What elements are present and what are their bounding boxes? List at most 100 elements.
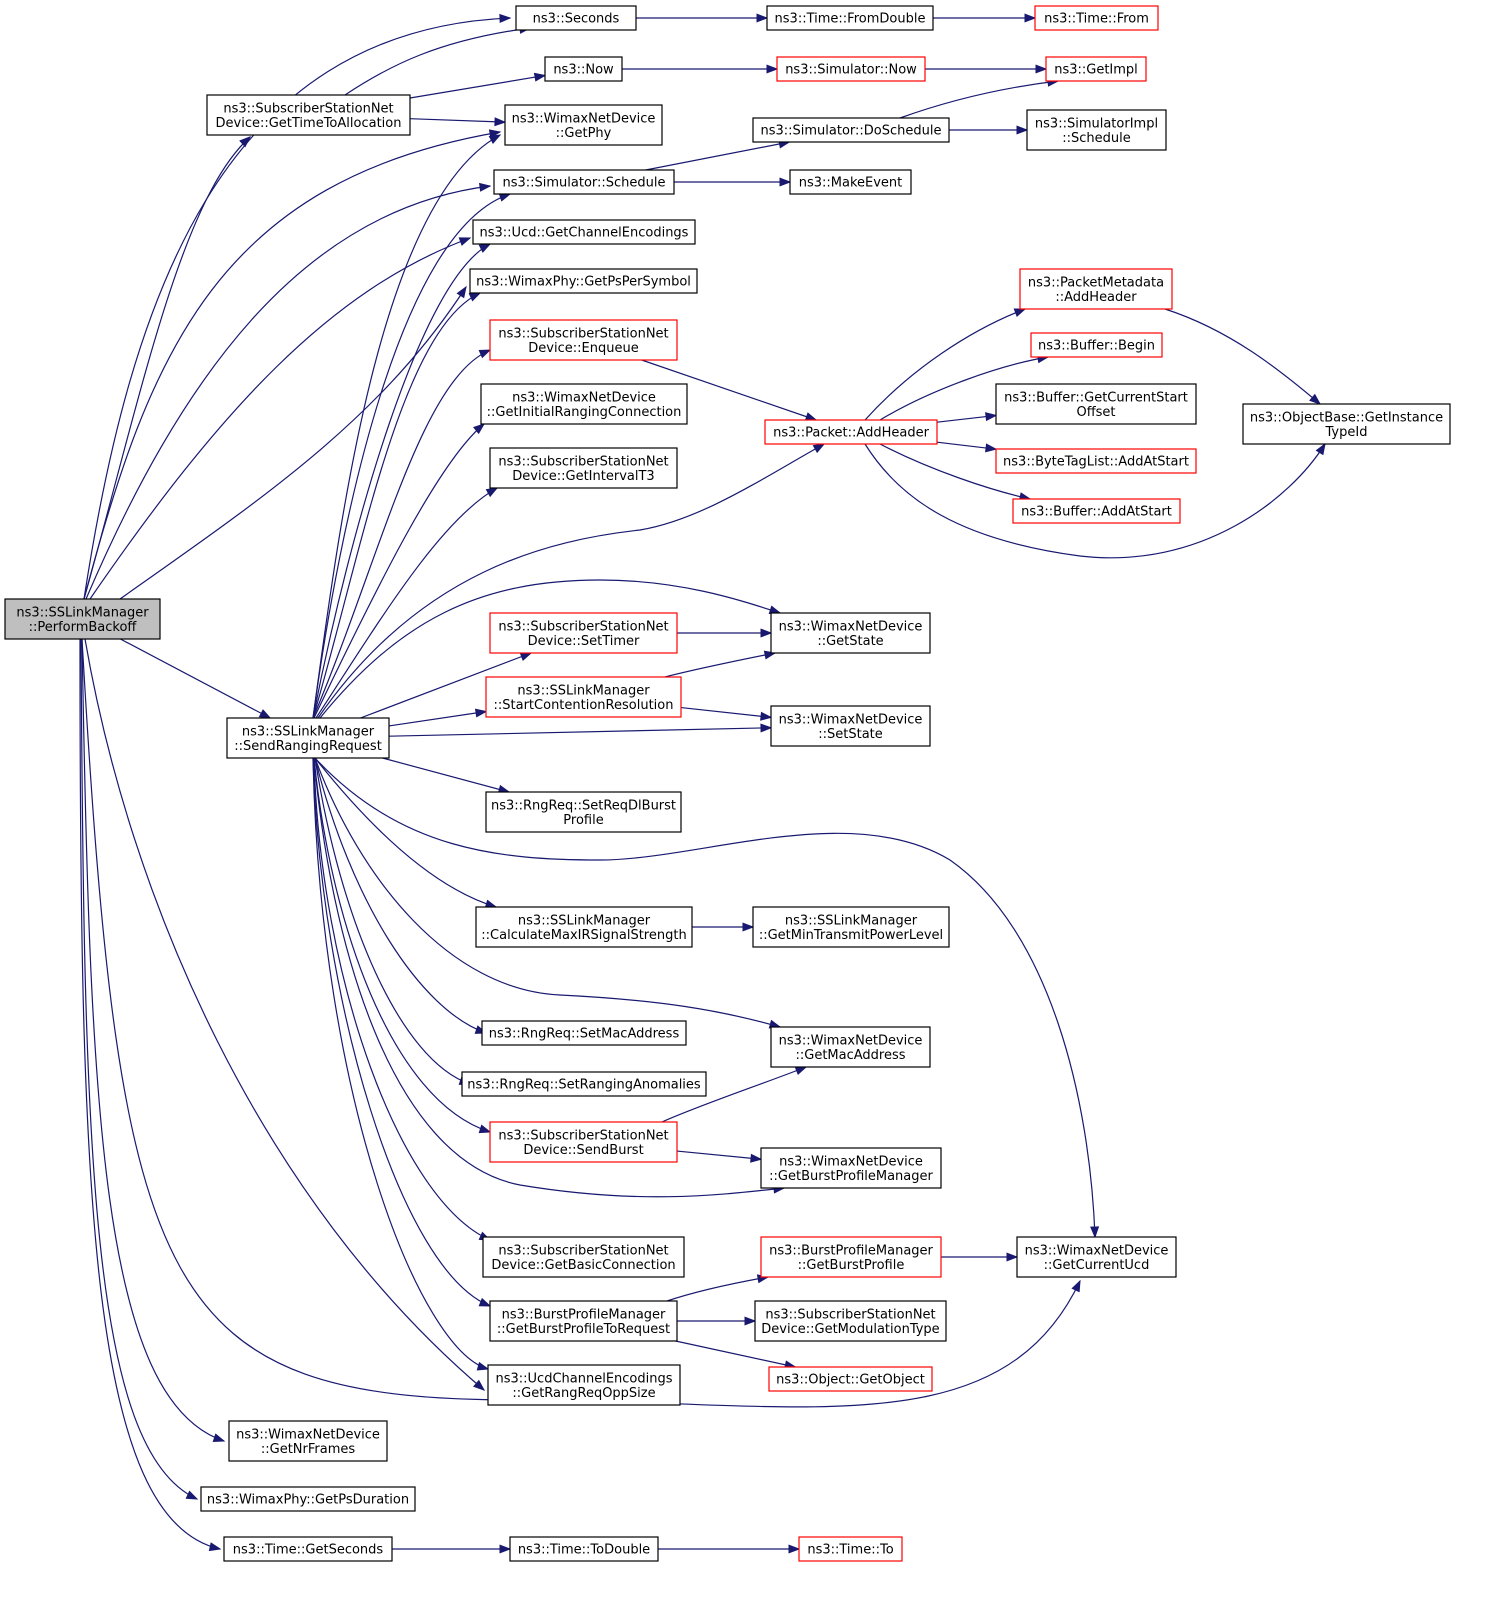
node-getintervalt3[interactable]: ns3::SubscriberStationNetDevice::GetInte… [489,447,678,489]
edge-now-to-simnow [622,64,779,74]
node-getchanenc[interactable]: ns3::Ucd::GetChannelEncodings [472,219,696,245]
node-now[interactable]: ns3::Now [544,56,623,82]
node-setranganom[interactable]: ns3::RngReq::SetRangingAnomalies [461,1071,707,1097]
node-label: ns3::Now [553,63,614,78]
node-pktaddheader[interactable]: ns3::Packet::AddHeader [764,419,938,445]
node-label: ::GetMinTransmitPowerLevel [759,928,943,943]
node-box [489,1300,678,1342]
node-box [489,447,678,489]
node-btladdatstart[interactable]: ns3::ByteTagList::AddAtStart [995,448,1197,474]
node-label: ns3::BurstProfileManager [769,1243,933,1258]
edge-doschedule-to-implschedule [949,125,1029,135]
node-gettimetoalloc[interactable]: ns3::SubscriberStationNetDevice::GetTime… [206,94,411,136]
node-label: ::GetState [817,634,883,649]
node-getpspersym[interactable]: ns3::WimaxPhy::GetPsPerSymbol [469,268,698,294]
node-simnow[interactable]: ns3::Simulator::Now [776,56,926,82]
node-getphy[interactable]: ns3::WimaxNetDevice::GetPhy [504,104,663,146]
node-label: ns3::Time::To [807,1543,893,1558]
node-seconds[interactable]: ns3::Seconds [515,5,637,31]
node-box [487,1364,681,1406]
node-label: ns3::RngReq::SetMacAddress [489,1027,680,1042]
edge-pktaddheader-to-btladdatstart [936,441,998,453]
node-box [789,169,912,195]
node-box [475,906,693,948]
node-getimpl[interactable]: ns3::GetImpl [1045,56,1147,82]
node-simschedule[interactable]: ns3::Simulator::Schedule [493,169,675,195]
node-label: ns3::SSLinkManager [242,724,375,739]
node-settimer[interactable]: ns3::SubscriberStationNetDevice::SetTime… [489,612,678,654]
node-box [752,906,950,948]
node-root[interactable]: ns3::SSLinkManager::PerformBackoff [4,598,161,640]
node-calcmaxir[interactable]: ns3::SSLinkManager::CalculateMaxIRSignal… [475,906,693,948]
edge-settimer-to-getstate [677,628,773,638]
node-label: ns3::Packet::AddHeader [773,426,929,441]
edge-sendrngreq-to-startcontres [388,708,488,727]
node-label: ::AddHeader [1055,290,1137,305]
node-label: Offset [1076,405,1115,420]
node-label: ns3::WimaxNetDevice [236,1427,380,1442]
node-getbasicconn[interactable]: ns3::SubscriberStationNetDevice::GetBasi… [482,1236,685,1278]
node-getnrframes[interactable]: ns3::WimaxNetDevice::GetNrFrames [228,1420,388,1462]
node-box [776,56,926,82]
node-label: ::SetState [818,727,883,742]
node-box [768,1366,933,1392]
node-label: ns3::ObjectBase::GetInstance [1250,410,1443,425]
node-label: ns3::PacketMetadata [1028,275,1164,290]
node-box [223,1536,393,1562]
node-label: ns3::WimaxNetDevice [779,1033,923,1048]
node-bpmgetbptoreq[interactable]: ns3::BurstProfileManager::GetBurstProfil… [489,1300,678,1342]
node-label: ns3::Time::GetSeconds [233,1543,384,1558]
node-startcontres[interactable]: ns3::SSLinkManager::StartContentionResol… [485,676,682,718]
node-label: ns3::Buffer::GetCurrentStart [1004,390,1188,405]
node-bpmgetburstprof[interactable]: ns3::BurstProfileManager::GetBurstProfil… [760,1236,942,1278]
node-timeto[interactable]: ns3::Time::To [798,1536,903,1562]
node-getrangreqopp[interactable]: ns3::UcdChannelEncodings::GetRangReqOppS… [487,1364,681,1406]
node-getinitrng[interactable]: ns3::WimaxNetDevice::GetInitialRangingCo… [480,383,688,425]
edge-sendrngreq-to-sendburst [313,757,492,1134]
node-sendburst[interactable]: ns3::SubscriberStationNetDevice::SendBur… [489,1121,678,1163]
node-label: Device::SetTimer [528,634,640,649]
node-label: ns3::SSLinkManager [785,913,918,928]
node-bufbegin[interactable]: ns3::Buffer::Begin [1030,332,1163,358]
node-label: Device::GetTimeToAllocation [216,116,402,131]
edge-sendrngreq-to-getintervalt3 [315,487,499,719]
node-getstate[interactable]: ns3::WimaxNetDevice::GetState [770,612,931,654]
node-label: ns3::Seconds [533,12,620,27]
node-box [1019,268,1173,310]
node-getpsduration[interactable]: ns3::WimaxPhy::GetPsDuration [200,1486,416,1512]
node-getsecondsfn[interactable]: ns3::Time::GetSeconds [223,1536,393,1562]
node-getmodtype[interactable]: ns3::SubscriberStationNetDevice::GetModu… [754,1300,947,1342]
node-fromdouble[interactable]: ns3::Time::FromDouble [766,5,934,31]
node-label: ::GetCurrentUcd [1044,1258,1150,1273]
node-box [995,383,1197,425]
node-sendrngreq[interactable]: ns3::SSLinkManager::SendRangingRequest [226,717,390,759]
node-getcurrentucd[interactable]: ns3::WimaxNetDevice::GetCurrentUcd [1016,1236,1177,1278]
node-label: ns3::Time::From [1044,12,1149,27]
node-getmintxpower[interactable]: ns3::SSLinkManager::GetMinTransmitPowerL… [752,906,950,948]
node-makeevent[interactable]: ns3::MakeEvent [789,169,912,195]
node-label: Device::Enqueue [528,341,638,356]
node-pmaddheader[interactable]: ns3::PacketMetadata::AddHeader [1019,268,1173,310]
node-doschedule[interactable]: ns3::Simulator::DoSchedule [752,117,950,143]
node-timefrom[interactable]: ns3::Time::From [1034,5,1159,31]
edge-bpmgetbptoreq-to-bpmgetburstprof [666,1274,770,1302]
node-label: ns3::Time::ToDouble [518,1543,650,1558]
edge-sendrngreq-to-pktaddheader [317,443,826,719]
node-bufaddatstart[interactable]: ns3::Buffer::AddAtStart [1012,498,1181,524]
node-setstate[interactable]: ns3::WimaxNetDevice::SetState [770,705,931,747]
node-label: ns3::SubscriberStationNet [498,1243,668,1258]
node-label: ::GetPhy [556,126,612,141]
node-implschedule[interactable]: ns3::SimulatorImpl::Schedule [1026,109,1167,151]
node-getobject[interactable]: ns3::Object::GetObject [768,1366,933,1392]
node-todouble[interactable]: ns3::Time::ToDouble [509,1536,659,1562]
node-setmacaddr[interactable]: ns3::RngReq::SetMacAddress [481,1020,687,1046]
node-getmacaddr[interactable]: ns3::WimaxNetDevice::GetMacAddress [770,1026,931,1068]
node-getburstprofmgr[interactable]: ns3::WimaxNetDevice::GetBurstProfileMana… [760,1147,942,1189]
edge-root-to-getcurrentucd [81,638,1081,1408]
node-label: ns3::SimulatorImpl [1035,116,1158,131]
node-label: ::StartContentionResolution [494,698,674,713]
